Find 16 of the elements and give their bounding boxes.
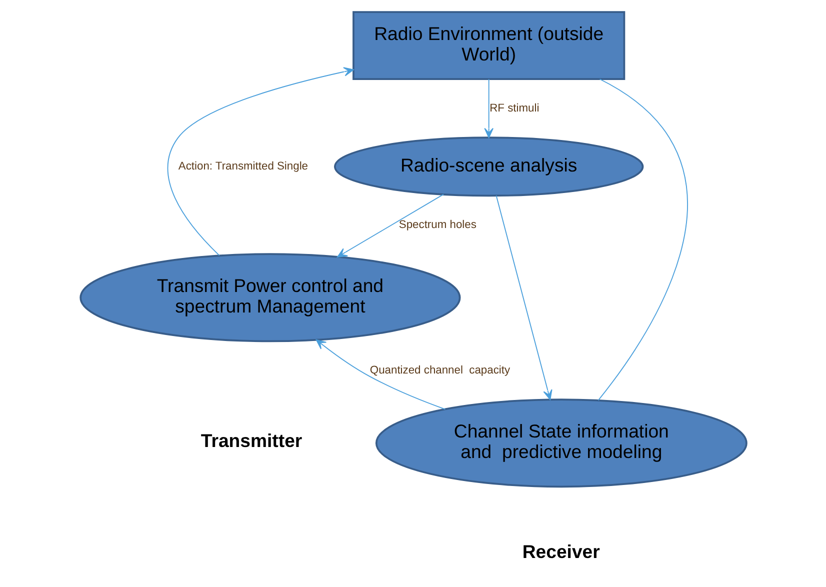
edge-label: Action: Transmitted Single [178, 160, 308, 173]
label: Receiver [522, 541, 600, 562]
edge-label: Quantized channel capacity [369, 364, 510, 376]
node-ellipse: Transmit Power control and spectrum Management [79, 253, 460, 342]
arrow [166, 67, 354, 256]
edge-label: Spectrum holes [398, 218, 476, 231]
connector [597, 78, 688, 401]
node-ellipse: Channel State information and predictive modeling [374, 398, 747, 488]
arrow [315, 339, 446, 410]
label: Transmitter [200, 430, 302, 451]
arrow [336, 194, 444, 258]
node-box: Radio Environment (outside World) [352, 11, 625, 80]
arrow [495, 195, 552, 400]
edge-label: RF stimuli [489, 102, 539, 114]
node-ellipse: Radio-scene analysis [334, 136, 644, 197]
arrow [484, 78, 493, 138]
